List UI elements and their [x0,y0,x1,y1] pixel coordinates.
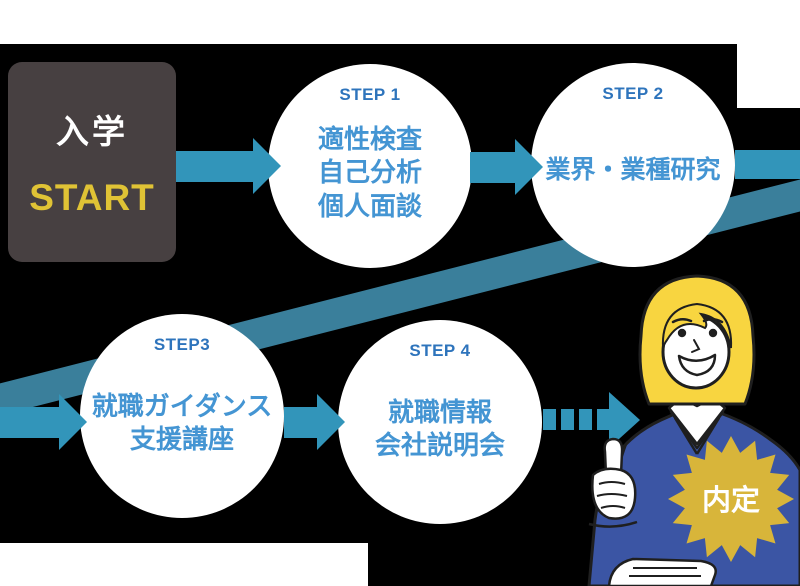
step-text-line: 適性検査 [317,124,422,155]
arrow-right-head-icon [317,394,345,450]
person-illustration: 内定 [587,274,800,586]
step-text-line: 就職ガイダンス [91,390,273,421]
arrow-right-icon [176,151,254,182]
goal-badge-label: 内定 [702,483,760,517]
thumb [603,437,624,477]
dashed-arrow-segment-icon [579,409,592,430]
eye [708,328,718,338]
step-text: 就職情報 会社説明会 [375,396,505,463]
step-circle-3: STEP3 就職ガイダンス 支援講座 [80,314,284,518]
top-right-white-notch [737,0,800,108]
smiling-mouth [677,353,717,377]
arrow-right-head-icon [253,138,281,194]
knuckle-lines [596,481,628,509]
step-text-line: 就職情報 [387,396,492,427]
resting-hand [607,557,717,586]
step-text: 就職ガイダンス 支援講座 [92,390,272,457]
naitei-starburst-icon [668,436,794,562]
eyebrow [671,318,724,324]
step-text-line: 自己分析 [317,157,422,188]
step-label: STEP 2 [602,84,664,103]
cuff-line [588,520,638,528]
step-text: 適性検査 自己分析 個人面談 [318,123,422,223]
nose [691,339,701,353]
top-white-band [0,0,800,44]
step-label: STEP 4 [409,341,471,360]
step-circle-1: STEP 1 適性検査 自己分析 個人面談 [268,64,472,268]
step-circle-2: STEP 2 業界・業種研究 [531,63,735,267]
arrow-right-icon [470,152,516,183]
step-text-line: 個人面談 [317,190,422,221]
arrow-right-head-icon [59,394,87,450]
dashed-arrow-segment-icon [543,409,556,430]
bangs [661,302,733,349]
dashed-arrow-segment-icon [597,409,610,430]
step-text: 業界・業種研究 [545,154,720,186]
arrow-right-head-icon [515,139,543,195]
finger-lines [629,567,701,577]
start-box-title: 入学 [56,113,128,150]
arrow-exit-right-icon [735,150,800,179]
step-text-line: 支援講座 [129,424,234,454]
arrow-right-icon [0,407,60,438]
step-label: STEP 1 [339,85,401,104]
step-text-line: 業界・業種研究 [545,156,721,184]
arrow-right-icon [284,407,318,438]
eye [677,328,687,338]
start-box-subtitle: START [29,177,155,218]
step-text-line: 会社説明会 [374,430,505,460]
start-box: 入学 START [8,62,176,262]
bottom-white-band [0,543,368,586]
dashed-arrow-segment-icon [561,409,574,430]
step-label: STEP3 [153,335,211,354]
step-circle-4: STEP 4 就職情報 会社説明会 [338,320,542,524]
